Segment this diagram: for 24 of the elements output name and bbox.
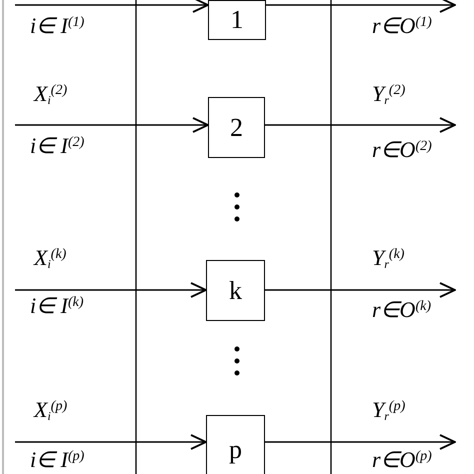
arrow xyxy=(265,434,456,450)
box-label: p xyxy=(229,437,242,463)
arrow xyxy=(265,282,456,298)
box-label: k xyxy=(229,278,242,304)
box-label: 1 xyxy=(230,7,244,33)
math-label: r∈O$^{(1)}$ xyxy=(372,14,432,38)
arrow xyxy=(266,0,456,13)
math-label: r∈O$^{(2)}$ xyxy=(372,138,432,162)
math-label: i∈ I$^{(p)}$ xyxy=(30,448,84,472)
math-label: i∈ I$^{(k)}$ xyxy=(30,294,84,318)
math-label: r∈O$^{(k)}$ xyxy=(372,298,431,322)
box-label: 2 xyxy=(230,114,243,140)
math-label: r∈O$^{(p)}$ xyxy=(372,448,432,472)
arrow xyxy=(15,434,207,450)
process-box xyxy=(208,97,265,158)
process-box xyxy=(208,0,266,40)
process-box xyxy=(206,260,265,321)
math-label: i∈ I$^{(1)}$ xyxy=(30,14,84,38)
arrow xyxy=(15,0,209,13)
arrow xyxy=(15,282,207,298)
process-box xyxy=(206,415,265,474)
arrow xyxy=(265,117,456,133)
arrow xyxy=(15,117,209,133)
math-label: i∈ I$^{(2)}$ xyxy=(30,134,84,158)
